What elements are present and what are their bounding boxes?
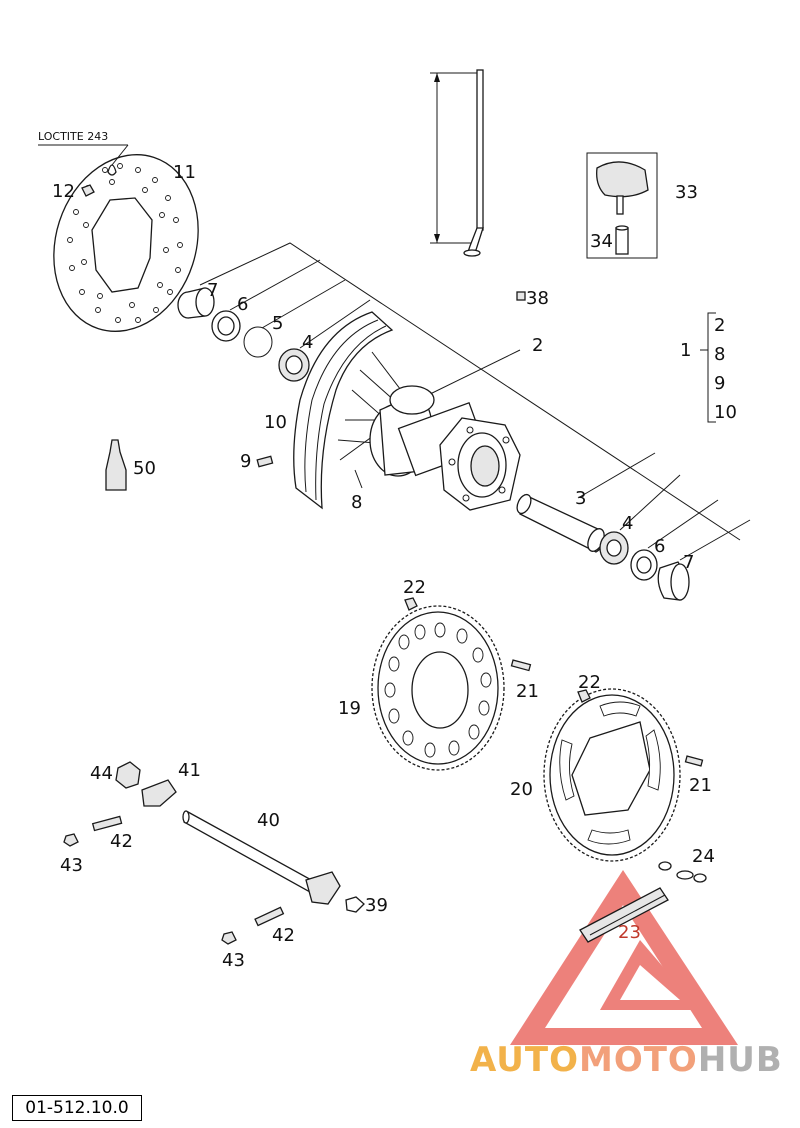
nut-22-lower-part: [577, 689, 591, 703]
bearing-4-left-part: [278, 348, 310, 382]
cap-39-part: [345, 896, 365, 913]
callout-44: 44: [90, 763, 113, 784]
screw-42-lower-part: [254, 906, 285, 927]
callout-43-lower: 43: [222, 950, 245, 971]
callout-34: 34: [590, 231, 613, 252]
callout-3: 3: [575, 488, 586, 509]
kit-item-2: 2: [714, 315, 725, 336]
callout-5: 5: [272, 313, 283, 334]
leader-lines-lower: [354, 452, 751, 561]
callout-10: 10: [264, 412, 287, 433]
callout-42-upper: 42: [110, 831, 133, 852]
callout-labels: 11 12 7 6 5 4 2 10 9 8 50 3 4 6 7 38 33 …: [52, 162, 737, 971]
callout-2: 2: [532, 335, 543, 356]
chain-link-24-part: [658, 861, 707, 883]
brake-disc-part: [53, 154, 199, 332]
callout-23: 23: [618, 922, 641, 943]
callout-43-upper: 43: [60, 855, 83, 876]
kit-item-10: 10: [714, 402, 737, 423]
nut-43-upper-part: [63, 833, 79, 847]
bolt-21-lower-part: [684, 755, 704, 767]
bolt-21-upper-part: [510, 659, 532, 672]
callout-21-upper: 21: [516, 681, 539, 702]
screw-12-part: [81, 184, 95, 197]
callout-8: 8: [351, 492, 362, 513]
callout-7-upper: 7: [207, 280, 218, 301]
callout-1: 1: [680, 340, 691, 361]
callout-22-lower: 22: [578, 672, 601, 693]
callout-4-lower: 4: [622, 513, 633, 534]
watermark-auto: AUTO: [470, 1040, 579, 1080]
callout-6-lower: 6: [654, 536, 665, 557]
bolt-9-part: [256, 455, 274, 468]
callout-22-upper: 22: [403, 577, 426, 598]
callout-19: 19: [338, 698, 361, 719]
callout-33: 33: [675, 182, 698, 203]
callout-38: 38: [526, 288, 549, 309]
axle-40-part: [182, 810, 341, 905]
sprocket-19-part: [371, 605, 505, 771]
spacer-3-part: [516, 493, 605, 553]
nut-43-lower-part: [221, 931, 237, 945]
parts-box-33-34: [586, 152, 658, 259]
nut-22-upper-part: [404, 597, 418, 611]
document-number: 01-512.10.0: [12, 1095, 142, 1121]
callout-6-upper: 6: [237, 294, 248, 315]
callout-9: 9: [240, 451, 251, 472]
bottle-50-part: [105, 439, 127, 491]
callout-21-lower: 21: [689, 775, 712, 796]
hub-part: [369, 385, 521, 511]
sprocket-20-part: [543, 688, 681, 862]
loctite-label: LOCTITE 243: [38, 130, 108, 143]
rim-part: [293, 311, 394, 510]
callout-4-upper: 4: [302, 332, 313, 353]
watermark-hub: HUB: [697, 1040, 783, 1080]
bearing-4-right-part: [599, 531, 629, 565]
screw-42-upper-part: [91, 815, 123, 832]
callout-11: 11: [173, 162, 196, 183]
leader-lines-upper: [199, 242, 741, 541]
callout-41: 41: [178, 760, 201, 781]
circlip-5-part: [243, 326, 273, 358]
kit-bracket-1: [700, 312, 716, 423]
spacer-7-left-part: [177, 287, 215, 319]
kit-item-8: 8: [714, 344, 725, 365]
seal-6-right-part: [630, 549, 658, 581]
adjuster-41-part: [141, 779, 177, 807]
spacer-7-right-part: [657, 561, 690, 601]
clip-38-part: [516, 291, 526, 301]
chain-23-part: [579, 887, 669, 943]
seal-6-left-part: [211, 310, 241, 342]
kit-item-9: 9: [714, 373, 725, 394]
callout-20: 20: [510, 779, 533, 800]
callout-24: 24: [692, 846, 715, 867]
callout-39: 39: [365, 895, 388, 916]
watermark-logo: AUTOMOTOHUB: [470, 1040, 783, 1080]
loctite-note: LOCTITE 243: [38, 130, 129, 176]
nut-44-part: [115, 761, 141, 789]
watermark-triangle: [510, 870, 738, 1045]
watermark-moto: MOTO: [578, 1040, 698, 1080]
callout-12: 12: [52, 181, 75, 202]
callout-50: 50: [133, 458, 156, 479]
callout-40: 40: [257, 810, 280, 831]
callout-42-lower: 42: [272, 925, 295, 946]
callout-7-lower: 7: [683, 552, 694, 573]
spoke-part: [430, 69, 484, 257]
